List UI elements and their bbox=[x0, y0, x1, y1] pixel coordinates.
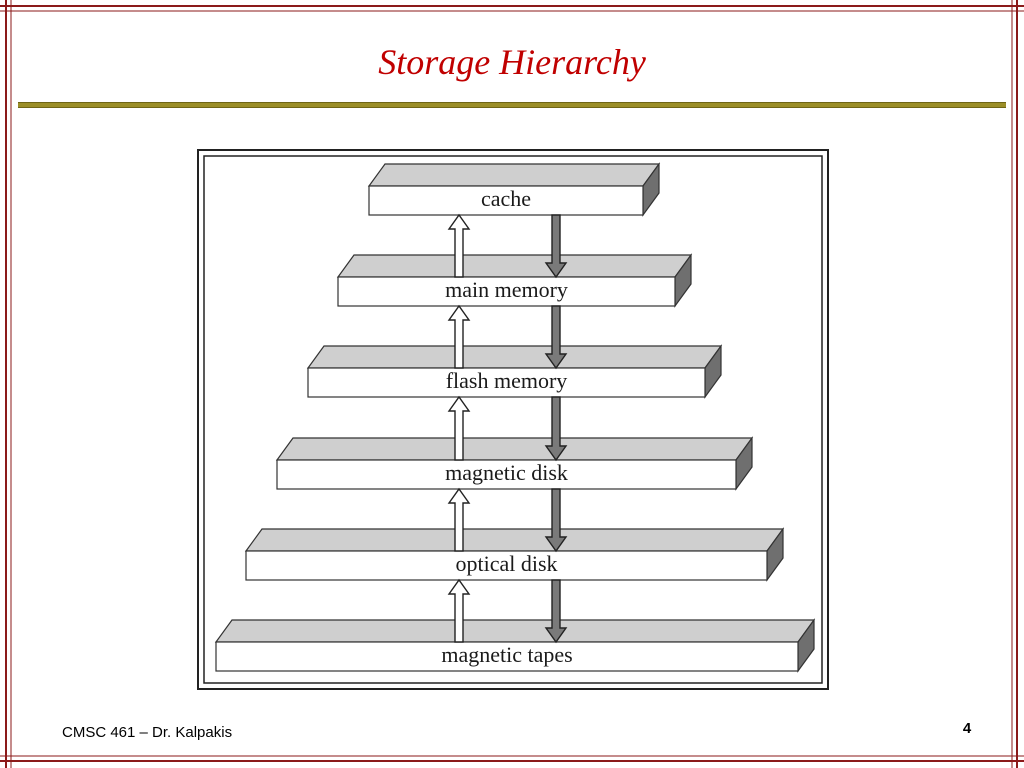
tier-top-face bbox=[275, 437, 754, 461]
hollow-up-arrow bbox=[447, 304, 471, 369]
hollow-up-arrow bbox=[447, 487, 471, 552]
filled-down-arrow bbox=[544, 396, 568, 462]
tier-front-face bbox=[307, 367, 706, 398]
tier-front-face bbox=[245, 550, 768, 581]
tier-label: optical disk bbox=[455, 551, 558, 576]
tier-label: cache bbox=[480, 186, 532, 211]
tier-block bbox=[214, 618, 816, 673]
tier-top-face bbox=[367, 163, 661, 187]
tier-block bbox=[275, 436, 754, 491]
hollow-up-arrow bbox=[447, 395, 471, 461]
page-number: 4 bbox=[962, 720, 972, 737]
tier-front-face bbox=[368, 185, 644, 216]
tier-top-face bbox=[306, 345, 723, 369]
tier-front-face bbox=[215, 641, 799, 672]
tier-label: magnetic disk bbox=[445, 460, 568, 485]
tier-block bbox=[306, 344, 723, 399]
filled-down-arrow bbox=[544, 579, 568, 644]
filled-down-arrow bbox=[544, 488, 568, 553]
tier-top-face bbox=[336, 254, 693, 278]
tier-block bbox=[336, 253, 693, 308]
diagram-frame-inner bbox=[203, 155, 823, 684]
tier-top-face bbox=[214, 619, 816, 643]
tier-label: flash memory bbox=[445, 368, 568, 393]
tier-top-face bbox=[244, 528, 785, 552]
tier-front-face bbox=[337, 276, 676, 307]
tier-block bbox=[367, 162, 661, 217]
filled-down-arrow bbox=[544, 305, 568, 370]
tier-label: main memory bbox=[445, 277, 568, 302]
slide-title: Storage Hierarchy bbox=[378, 42, 646, 82]
hollow-up-arrow bbox=[447, 578, 471, 643]
tier-front-face bbox=[276, 459, 737, 490]
tier-block bbox=[244, 527, 785, 582]
footer-course: CMSC 461 – Dr. Kalpakis bbox=[62, 724, 233, 741]
title-rule bbox=[18, 102, 1006, 108]
tier-label: magnetic tapes bbox=[441, 642, 573, 667]
filled-down-arrow bbox=[544, 214, 568, 279]
hollow-up-arrow bbox=[447, 213, 471, 278]
